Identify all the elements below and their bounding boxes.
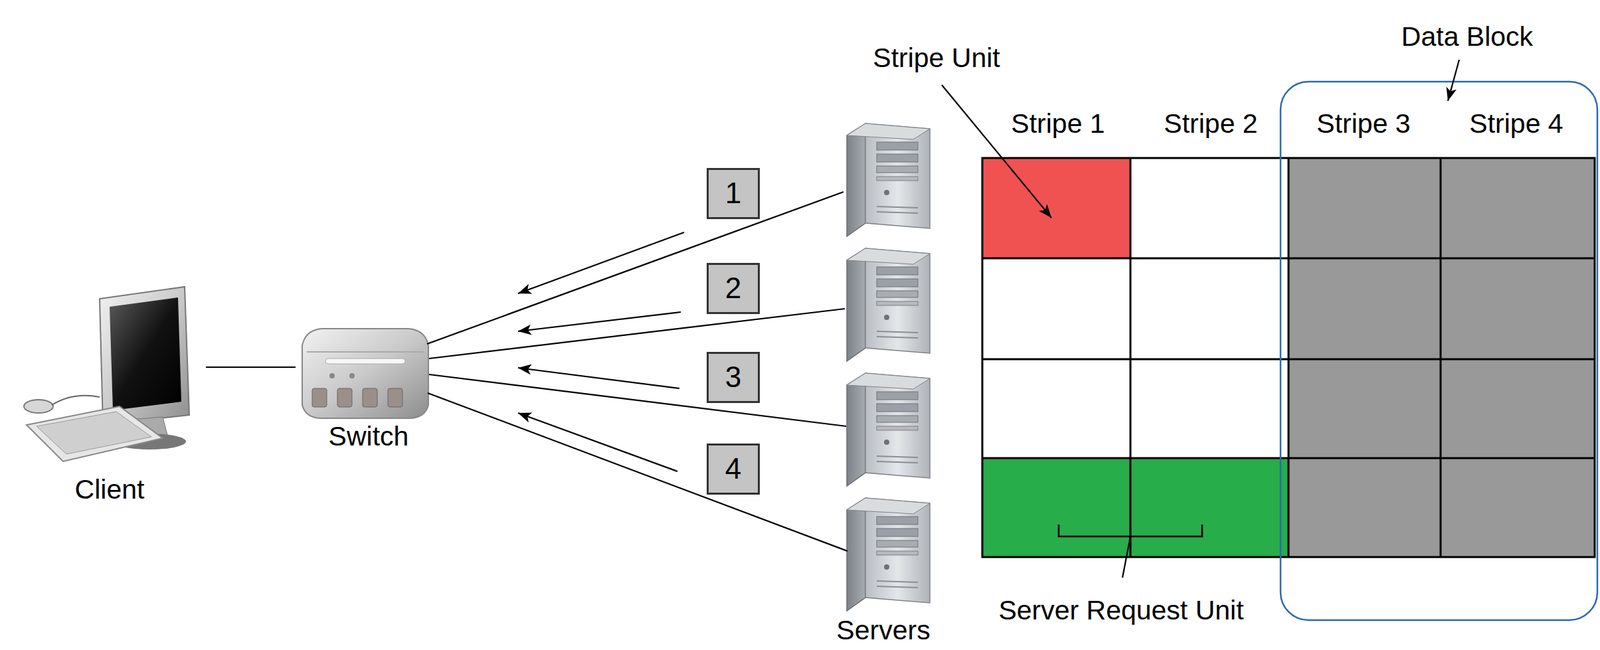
client-node: Client xyxy=(13,285,206,505)
node-text: 3 xyxy=(725,361,742,394)
server-tower xyxy=(846,123,930,237)
stripe-grid xyxy=(982,158,1595,558)
response-arrow xyxy=(518,232,685,472)
callout-label: Stripe Unit xyxy=(872,43,1000,74)
bracket xyxy=(1058,524,1203,537)
leader-line xyxy=(941,85,1052,218)
node-text: 4 xyxy=(725,452,742,485)
switch-device xyxy=(302,328,429,419)
callout-label: Data Block xyxy=(1401,21,1533,52)
network-wire xyxy=(427,191,848,552)
server-tower xyxy=(846,498,930,612)
node-text: 1 xyxy=(725,177,742,210)
network-cable xyxy=(205,366,296,368)
leader-line xyxy=(1447,59,1460,101)
group-label: Servers xyxy=(836,615,930,646)
client-computer xyxy=(23,286,190,462)
server-tower xyxy=(846,373,930,487)
server-tower xyxy=(846,248,930,362)
column-header: Stripe 3 xyxy=(1316,108,1411,139)
callout-box: 1 xyxy=(706,168,760,220)
callout-box: 2 xyxy=(706,263,760,315)
leader-line xyxy=(1122,536,1131,578)
column-header: Stripe 4 xyxy=(1469,108,1563,139)
column-header: Stripe 2 xyxy=(1163,108,1258,139)
node-text: Switch xyxy=(328,421,410,452)
callout-box: 3 xyxy=(706,352,760,404)
callout-label: Server Request Unit xyxy=(981,595,1261,626)
column-header: Stripe 1 xyxy=(1010,108,1105,139)
node-text: Client xyxy=(75,474,145,505)
switch-node: Switch xyxy=(295,325,442,452)
data-block-outline xyxy=(1280,81,1598,621)
callout-box: 4 xyxy=(706,443,760,495)
node-text: 2 xyxy=(725,272,742,305)
